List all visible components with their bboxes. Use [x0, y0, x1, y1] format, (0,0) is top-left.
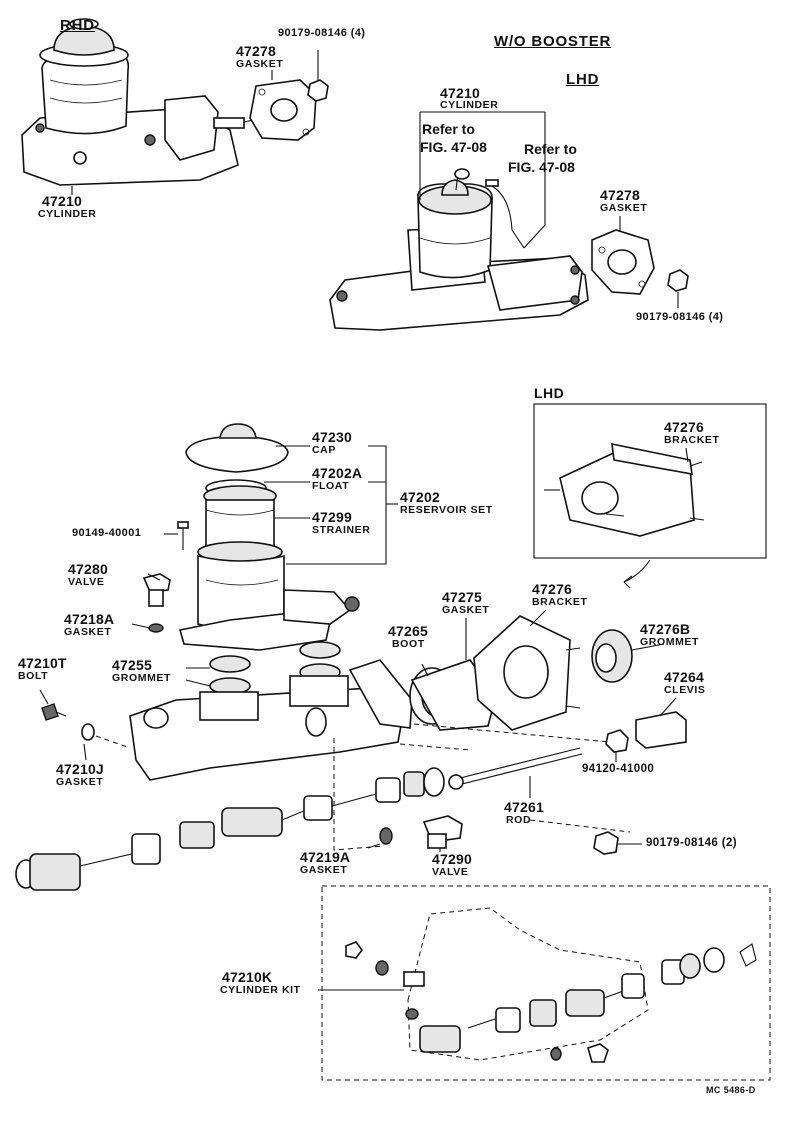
lhd-nut-illustration — [667, 269, 689, 292]
reservoir-set-name: RESERVOIR SET — [400, 504, 493, 516]
bolt-47210t-part-number: 47210T — [18, 655, 67, 671]
rhd-gasket-name: GASKET — [236, 58, 284, 70]
lhd-cylinder-name: CYLINDER — [440, 99, 499, 111]
grommet-47276b-name: GROMMET — [640, 636, 700, 648]
strainer-part-number: 47299 — [312, 509, 352, 525]
rhd-bolt-part-number: 90179-08146 (4) — [278, 27, 366, 39]
valve-47280-name: VALVE — [68, 576, 105, 588]
screw-part-number: 90149-40001 — [72, 527, 142, 539]
valve-47280-illustration — [142, 573, 171, 607]
inset-bracket-part-number: 47276 — [664, 419, 704, 435]
cap-illustration — [185, 423, 289, 473]
gasket-47219a-illustration — [379, 827, 393, 845]
gasket-47275-part-number: 47275 — [442, 589, 482, 605]
lhd-master-cylinder-illustration — [329, 168, 589, 331]
valve-47280-part-number: 47280 — [68, 561, 108, 577]
float-part-number: 47202A — [312, 465, 363, 481]
bolt-90179-2-part-number: 90179-08146 (2) — [646, 837, 738, 849]
grommet-47255-part-number: 47255 — [112, 657, 152, 673]
cap-name: CAP — [312, 444, 336, 456]
reservoir-illustration — [178, 541, 360, 651]
reservoir-set-part-number: 47202 — [400, 489, 440, 505]
strainer-name: STRAINER — [312, 524, 371, 536]
rhd-heading: RHD — [60, 17, 95, 34]
strainer-illustration — [203, 485, 277, 549]
lhd-gasket-illustration — [591, 229, 655, 295]
cylinder-kit-part-number: 47210K — [222, 969, 273, 985]
grommet-47276b-part-number: 47276B — [640, 621, 691, 637]
inset-lhd-frame — [533, 403, 767, 559]
inset-bracket-name: BRACKET — [664, 434, 720, 446]
rhd-gasket-part-number: 47278 — [236, 43, 276, 59]
clevis-name: CLEVIS — [664, 684, 706, 696]
reservoir-screw-illustration — [177, 521, 189, 550]
rod-illustration — [448, 747, 583, 790]
boot-name: BOOT — [392, 638, 425, 650]
lhd-gasket-name: GASKET — [600, 202, 648, 214]
gasket-47218a-name: GASKET — [64, 626, 112, 638]
cap-part-number: 47230 — [312, 429, 352, 445]
rod-name: ROD — [506, 814, 532, 826]
bracket-47276-part-number: 47276 — [532, 581, 572, 597]
boot-part-number: 47265 — [388, 623, 428, 639]
grommet-47276b-illustration — [591, 629, 633, 683]
dashed-guide-lines — [95, 723, 631, 851]
inset-bracket-illustration — [544, 442, 705, 537]
grommets-47255-illustration — [209, 641, 341, 695]
nut-part-number: 94120-41000 — [582, 763, 655, 775]
cylinder-body-illustration — [129, 659, 413, 781]
gasket-47210j-name: GASKET — [56, 776, 104, 788]
gasket-47210j-part-number: 47210J — [56, 761, 104, 777]
nut-94120-illustration — [605, 729, 629, 753]
lhd-cylinder-part-number: 47210 — [440, 85, 480, 101]
gasket-47219a-name: GASKET — [300, 864, 348, 876]
bracket-47276-illustration — [473, 615, 581, 731]
lhd-gasket-part-number: 47278 — [600, 187, 640, 203]
clevis-part-number: 47264 — [664, 669, 704, 685]
piston-assembly-illustration — [15, 767, 445, 891]
refer-to-2-line2: FIG. 47-08 — [508, 159, 575, 175]
rhd-cylinder-name: CYLINDER — [38, 208, 97, 220]
gasket-47218a-illustration — [148, 623, 164, 633]
bracket-47276-name: BRACKET — [532, 596, 588, 608]
rhd-gasket-illustration — [249, 79, 317, 141]
valve-47290-part-number: 47290 — [432, 851, 472, 867]
float-name: FLOAT — [312, 480, 350, 492]
bolt-47210t-name: BOLT — [18, 670, 49, 682]
grommet-47255-name: GROMMET — [112, 672, 172, 684]
gasket-47218a-part-number: 47218A — [64, 611, 115, 627]
cylinder-kit-illustration — [318, 907, 757, 1063]
diagram-code: MC 5486-D — [706, 1085, 756, 1095]
refer-to-2-line1: Refer to — [524, 141, 577, 157]
valve-47290-name: VALVE — [432, 866, 469, 878]
cylinder-kit-name: CYLINDER KIT — [220, 984, 301, 996]
lhd-bolt-part-number: 90179-08146 (4) — [636, 311, 724, 323]
bolt-47210t-illustration — [41, 703, 67, 721]
refer-to-1-line1: Refer to — [422, 121, 475, 137]
boot-47265-illustration — [409, 659, 497, 731]
valve-47290-illustration — [422, 815, 463, 849]
refer-to-1-line2: FIG. 47-08 — [420, 139, 487, 155]
lhd-top-heading: LHD — [566, 71, 600, 88]
lhd-inset-heading: LHD — [534, 385, 565, 401]
gasket-47219a-part-number: 47219A — [300, 849, 351, 865]
rod-part-number: 47261 — [504, 799, 544, 815]
clevis-illustration — [635, 711, 687, 749]
wo-booster-heading: W/O BOOSTER — [494, 33, 612, 50]
gasket-47275-name: GASKET — [442, 604, 490, 616]
rhd-nut-illustration — [307, 79, 329, 102]
bolt-90179-2-illustration — [593, 831, 619, 855]
rhd-cylinder-part-number: 47210 — [42, 193, 82, 209]
callout-lines — [39, 445, 677, 852]
rhd-master-cylinder-illustration — [21, 18, 263, 186]
cylinder-kit-frame — [321, 885, 771, 1081]
gasket-47210j-illustration — [81, 723, 95, 741]
